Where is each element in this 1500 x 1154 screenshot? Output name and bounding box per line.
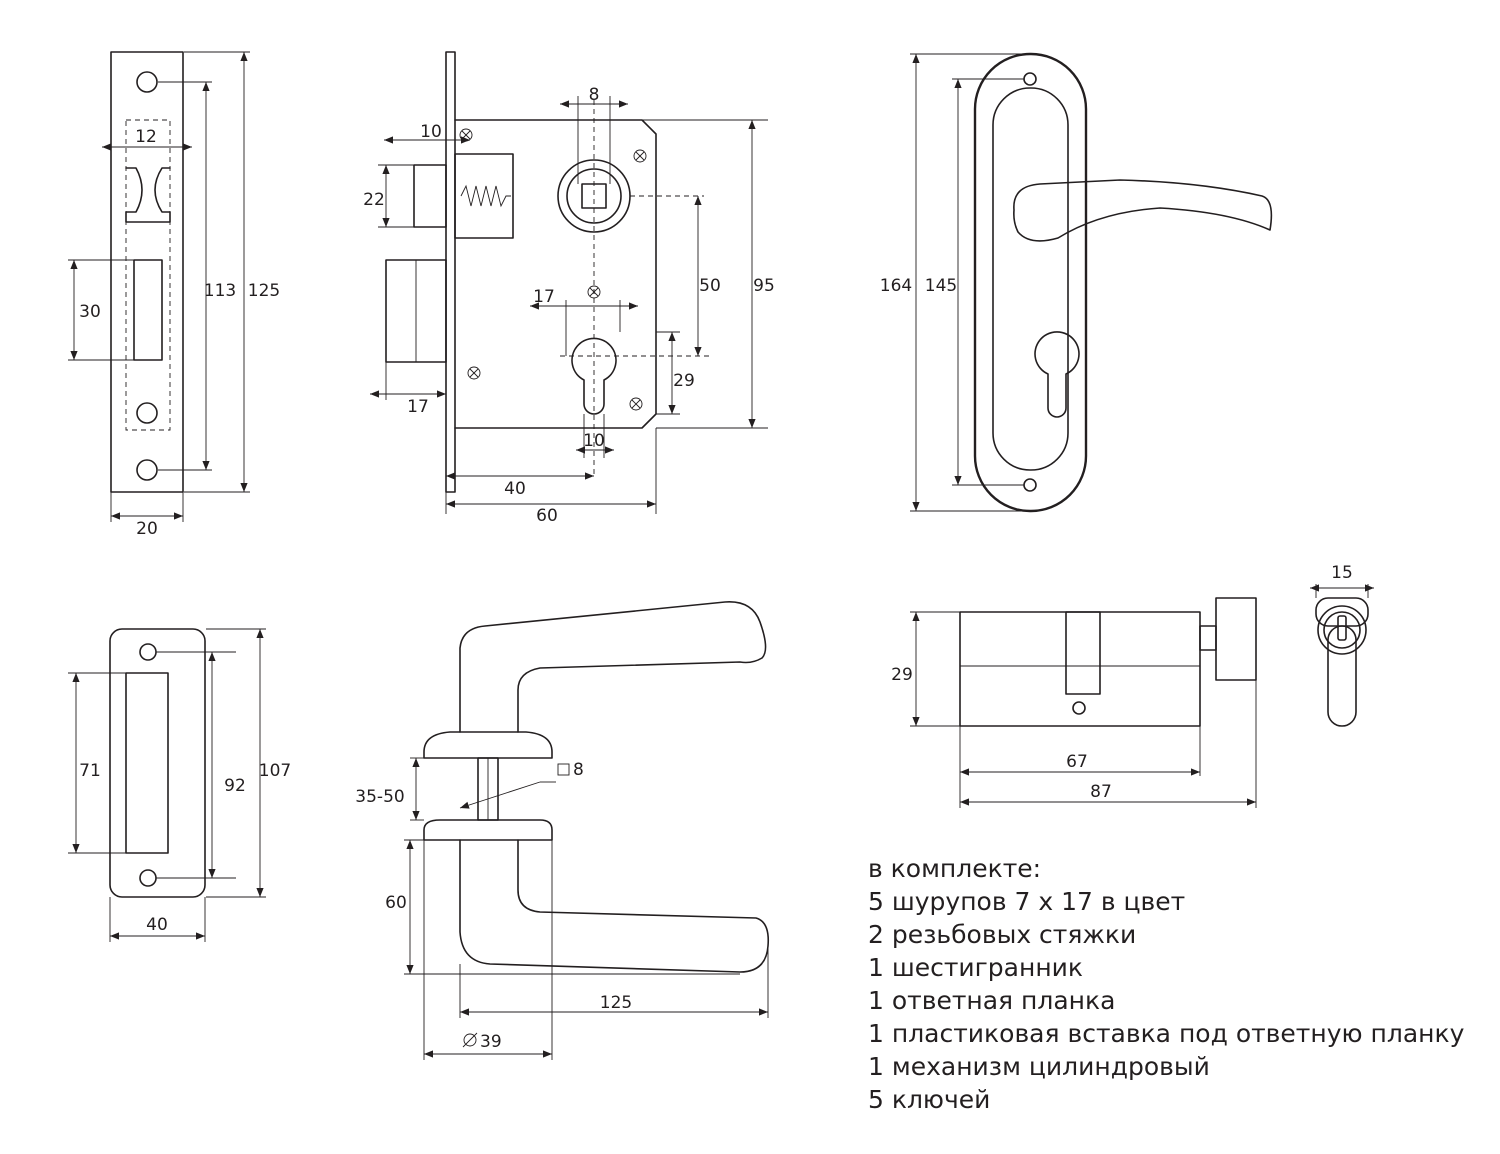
strike-plate-view: 71 92 107 40 <box>68 628 291 942</box>
faceplate-total-height-label: 125 <box>248 281 280 301</box>
plate-offset-label: 10 <box>420 122 442 142</box>
handle-set-view: 35-50 8 60 125 39 <box>355 601 770 1060</box>
kit-title: в комплекте: <box>868 854 1042 883</box>
cam-width-label: 15 <box>1331 563 1353 583</box>
escutcheon-total-height-label: 164 <box>880 276 912 296</box>
cylinder-view: 29 67 87 <box>891 597 1257 808</box>
strike-slot-height-label: 71 <box>79 761 101 781</box>
cylinder-offset-label: 17 <box>533 287 555 307</box>
handle-length-label: 125 <box>600 993 632 1013</box>
kit-item: 1 механизм цилиндровый <box>868 1052 1210 1081</box>
cylinder-width-label: 10 <box>583 431 605 451</box>
rose-diameter-label: 39 <box>480 1032 502 1052</box>
body-height-label: 95 <box>753 276 775 296</box>
faceplate-holes-height-label: 113 <box>204 281 236 301</box>
kit-item: 1 пластиковая вставка под ответную планк… <box>868 1019 1465 1048</box>
kit-contents-list: в комплекте: 5 шурупов 7 х 17 в цвет 2 р… <box>868 852 1498 1116</box>
door-thickness-label: 35-50 <box>355 787 404 807</box>
latch-height-label: 22 <box>363 190 385 210</box>
strike-height-label: 107 <box>259 761 291 781</box>
kit-item: 2 резьбовых стяжки <box>868 920 1137 949</box>
faceplate-latch-width-label: 12 <box>135 127 157 147</box>
kit-item: 1 шестигранник <box>868 953 1084 982</box>
strike-holes-spacing-label: 92 <box>224 776 246 796</box>
escutcheon-view: 164 145 <box>880 52 1273 513</box>
spindle-to-cylinder-label: 50 <box>699 276 721 296</box>
strike-width-label: 40 <box>146 915 168 935</box>
cylinder-end-view: 15 <box>1310 563 1374 727</box>
faceplate-view: 12 30 113 125 20 <box>68 51 280 539</box>
cylinder-to-bottom-label: 29 <box>673 371 695 391</box>
faceplate-width-label: 20 <box>136 519 158 539</box>
rose-height-label: 60 <box>385 893 407 913</box>
cylinder-total-length-label: 87 <box>1090 782 1112 802</box>
kit-item: 5 шурупов 7 х 17 в цвет <box>868 887 1186 916</box>
bolt-projection-label: 17 <box>407 397 429 417</box>
lock-body-view: 8 10 22 50 95 17 29 17 10 40 60 <box>363 51 775 526</box>
escutcheon-holes-height-label: 145 <box>925 276 957 296</box>
kit-item: 5 ключей <box>868 1085 991 1114</box>
body-depth-label: 60 <box>536 506 558 526</box>
faceplate-bolt-height-label: 30 <box>79 302 101 322</box>
square-spindle-label: 8 <box>573 760 584 780</box>
kit-item: 1 ответная планка <box>868 986 1116 1015</box>
backset-label: 40 <box>504 479 526 499</box>
cylinder-height-label: 29 <box>891 665 913 685</box>
spindle-square-label: 8 <box>589 85 600 105</box>
cylinder-half-length-label: 67 <box>1066 752 1088 772</box>
